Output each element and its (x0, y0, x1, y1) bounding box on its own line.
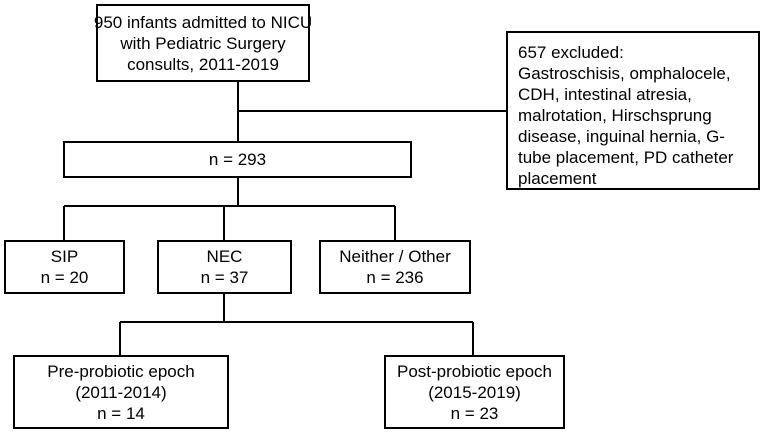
excluded-line-3: CDH, intestinal atresia, (518, 85, 692, 104)
box-study-cohort: n = 293 (63, 141, 412, 178)
admitted-line-2: with Pediatric Surgery (120, 33, 286, 53)
sip-count: n = 20 (40, 268, 89, 287)
excluded-line-2: Gastroschisis, omphalocele, (518, 64, 731, 83)
box-admitted-infants: 950 infants admitted to NICU with Pediat… (93, 4, 313, 82)
box-excluded: 657 excluded: Gastroschisis, omphalocele… (506, 31, 760, 190)
post-label: Post-probiotic epoch (397, 361, 552, 381)
nec-label: NEC (206, 247, 243, 266)
box-post-probiotic-epoch: Post-probiotic epoch (2015-2019) n = 23 (384, 355, 565, 429)
excluded-line-6: tube placement, PD catheter (518, 148, 734, 167)
nec-count: n = 37 (200, 268, 249, 287)
cohort-count: n = 293 (208, 150, 267, 169)
box-nec: NEC n = 37 (157, 240, 292, 294)
excluded-line-5: disease, inguinal hernia, G- (518, 127, 725, 146)
box-sip: SIP n = 20 (4, 240, 125, 294)
post-years: (2015-2019) (428, 382, 521, 402)
pre-years: (2011-2014) (75, 382, 167, 402)
box-pre-probiotic-epoch: Pre-probiotic epoch (2011-2014) n = 14 (13, 355, 229, 429)
excluded-line-4: malrotation, Hirschsprung (518, 106, 712, 125)
sip-label: SIP (50, 247, 79, 266)
admitted-line-1: 950 infants admitted to NICU (93, 12, 313, 32)
neither-count: n = 236 (366, 268, 424, 287)
post-count: n = 23 (450, 403, 499, 423)
excluded-line-7: placement (518, 169, 597, 188)
pre-label: Pre-probiotic epoch (47, 361, 195, 381)
box-neither-other: Neither / Other n = 236 (319, 240, 471, 294)
neither-label: Neither / Other (339, 247, 451, 266)
excluded-line-1: 657 excluded: (518, 43, 624, 62)
pre-count: n = 14 (97, 403, 145, 423)
admitted-line-3: consults, 2011-2019 (127, 54, 279, 74)
